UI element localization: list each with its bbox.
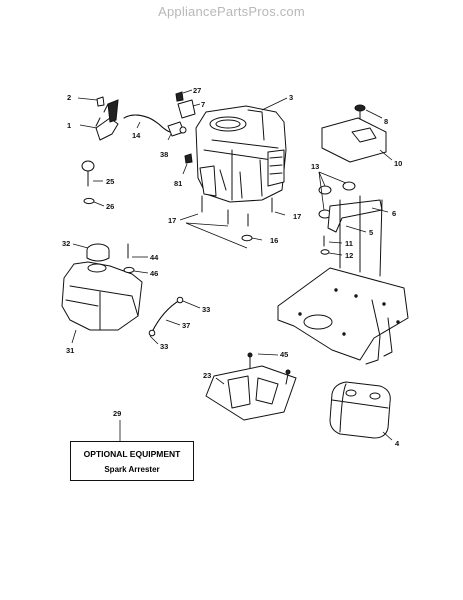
label-7: 7 (201, 100, 205, 109)
label-44: 44 (150, 253, 159, 262)
washer-16-part (241, 234, 253, 242)
label-8: 8 (384, 117, 388, 126)
label-3: 3 (289, 93, 293, 102)
label-46: 46 (150, 269, 158, 278)
label-11: 11 (345, 239, 353, 248)
label-81: 81 (174, 179, 182, 188)
muffler-part (329, 381, 391, 439)
fuel-hose-part (148, 296, 184, 337)
label-26: 26 (106, 202, 114, 211)
tank-bolt-part (123, 243, 135, 274)
label-33-bottom: 33 (160, 342, 168, 351)
label-33-top: 33 (202, 305, 210, 314)
label-45: 45 (280, 350, 288, 359)
label-4: 4 (395, 439, 400, 448)
label-31: 31 (66, 346, 74, 355)
label-6: 6 (392, 209, 396, 218)
throttle-control-part (95, 96, 119, 141)
label-38: 38 (160, 150, 168, 159)
panel-cover-part (321, 104, 387, 163)
heat-shield-part (205, 352, 297, 421)
optional-equipment-title: OPTIONAL EQUIPMENT (83, 449, 181, 459)
spark-arrester-label: Spark Arrester (104, 465, 160, 474)
engine-part (195, 105, 287, 203)
label-12: 12 (345, 251, 353, 260)
label-13: 13 (311, 162, 319, 171)
label-37: 37 (182, 321, 190, 330)
engine-plug-part (184, 153, 193, 164)
label-32: 32 (62, 239, 70, 248)
label-10: 10 (394, 159, 402, 168)
dipstick-part (81, 160, 95, 205)
engine-bracket-part (167, 91, 196, 137)
label-16: 16 (270, 236, 278, 245)
watermark-text: AppliancePartsPros.com (158, 4, 305, 19)
label-17-right: 17 (293, 212, 301, 221)
mount-bolt-part (201, 195, 273, 227)
label-2: 2 (67, 93, 71, 102)
chassis-frame-part (277, 195, 409, 365)
label-1: 1 (67, 121, 71, 130)
label-5: 5 (369, 228, 373, 237)
label-27: 27 (193, 86, 201, 95)
label-17-left: 17 (168, 216, 176, 225)
label-25: 25 (106, 177, 114, 186)
label-23: 23 (203, 371, 211, 380)
optional-equipment-box: OPTIONAL EQUIPMENT Spark Arrester (70, 441, 194, 481)
label-14: 14 (132, 131, 141, 140)
label-29: 29 (113, 409, 121, 418)
fuel-tank-part (61, 243, 143, 331)
